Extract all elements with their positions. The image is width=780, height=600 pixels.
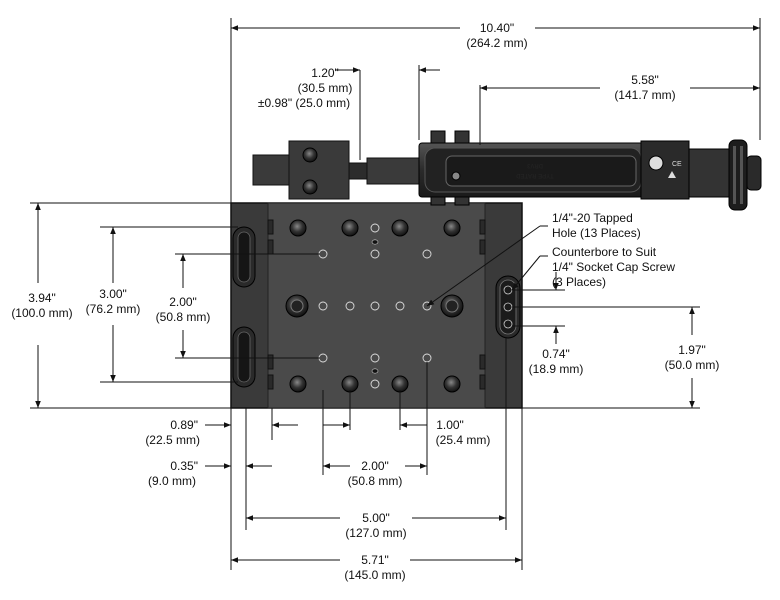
dim-half-height-in: 1.97" bbox=[678, 343, 706, 357]
dim-offset-074-in: 0.74" bbox=[542, 347, 570, 361]
dim-span-200-mm: (50.8 mm) bbox=[348, 474, 403, 488]
tapped-holes bbox=[318, 223, 432, 389]
dim-overall-length-in: 10.40" bbox=[480, 21, 514, 35]
mounting-slot-left-bottom bbox=[232, 326, 256, 388]
dim-x-089-mm: (22.5 mm) bbox=[145, 433, 200, 447]
dim-knob-offset-mm: (30.5 mm) bbox=[298, 81, 353, 95]
dim-height-2-mm: (50.8 mm) bbox=[156, 310, 211, 324]
ce-mark: CE bbox=[672, 161, 682, 168]
mounting-slot-right bbox=[495, 275, 521, 339]
dim-width-571-in: 5.71" bbox=[361, 553, 389, 567]
mounting-slot-left-top bbox=[232, 226, 256, 288]
dim-knob-offset-in: 1.20" bbox=[311, 66, 339, 80]
dim-height-total-in: 3.94" bbox=[28, 291, 56, 305]
housing-marking-2: TYPE RATED bbox=[516, 172, 554, 178]
dim-width-571-mm: (145.0 mm) bbox=[344, 568, 405, 582]
dim-span-500-in: 5.00" bbox=[362, 511, 390, 525]
dim-span-500-mm: (127.0 mm) bbox=[345, 526, 406, 540]
dim-actuator-length-in: 5.58" bbox=[631, 73, 659, 87]
dim-x-035-in: 0.35" bbox=[170, 459, 198, 473]
dim-height-total-mm: (100.0 mm) bbox=[11, 306, 72, 320]
dim-actuator-length-mm: (141.7 mm) bbox=[614, 88, 675, 102]
dim-pitch-100-mm: (25.4 mm) bbox=[436, 433, 491, 447]
dim-x-035-mm: (9.0 mm) bbox=[148, 474, 196, 488]
housing-marking-1: DRV3 bbox=[526, 162, 543, 168]
note-tapped-hole-1: 1/4"-20 Tapped bbox=[552, 211, 633, 225]
dim-span-200-in: 2.00" bbox=[361, 459, 389, 473]
note-counterbore-3: (3 Places) bbox=[552, 275, 606, 289]
dim-pitch-100-in: 1.00" bbox=[436, 418, 464, 432]
dim-travel: ±0.98" (25.0 mm) bbox=[258, 96, 350, 110]
dim-height-3-in: 3.00" bbox=[99, 287, 127, 301]
dim-height-3-mm: (76.2 mm) bbox=[86, 302, 141, 316]
note-tapped-hole-2: Hole (13 Places) bbox=[552, 226, 641, 240]
note-counterbore-1: Counterbore to Suit bbox=[552, 245, 657, 259]
dim-half-height-mm: (50.0 mm) bbox=[665, 358, 720, 372]
actuator: DRV3 TYPE RATED CE bbox=[252, 130, 762, 211]
stage-base bbox=[230, 202, 523, 409]
dim-offset-074-mm: (18.9 mm) bbox=[529, 362, 584, 376]
dim-overall-length-mm: (264.2 mm) bbox=[466, 36, 527, 50]
dim-x-089-in: 0.89" bbox=[170, 418, 198, 432]
note-counterbore-2: 1/4" Socket Cap Screw bbox=[552, 260, 675, 274]
cap-screws bbox=[285, 219, 464, 393]
dim-height-2-in: 2.00" bbox=[169, 295, 197, 309]
